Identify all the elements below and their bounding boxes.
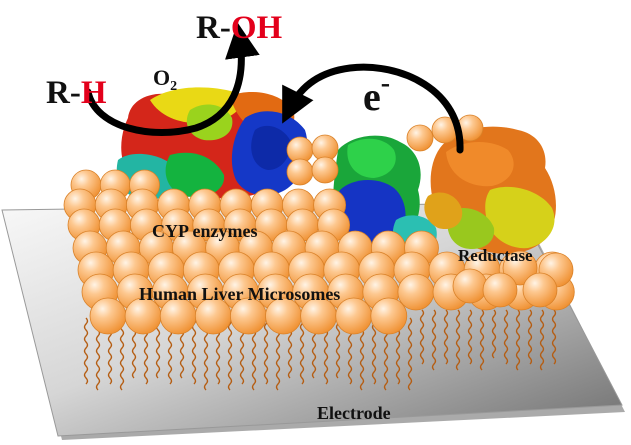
electron-arrow-icon: [282, 63, 464, 154]
lipid-bead: [286, 158, 314, 186]
electron-label: e-: [363, 68, 390, 119]
lipid-tail: [263, 317, 269, 385]
reductase-enzyme: [424, 126, 556, 254]
lipid-bead: [89, 297, 127, 335]
lipid-tail: [479, 309, 485, 371]
microsomes-label: Human Liver Microsomes: [139, 284, 340, 304]
cyp-enzymes-label: CYP enzymes: [152, 221, 257, 241]
lipid-tail: [191, 317, 197, 385]
reaction-arrow-icon: [84, 22, 260, 136]
lipid-bead: [311, 156, 339, 184]
lipid-tail: [527, 309, 533, 365]
reactant-label: R-H: [46, 75, 107, 111]
lipid-tail: [491, 309, 497, 359]
reductase-label: Reductase: [458, 246, 533, 265]
lipid-tail: [299, 317, 305, 385]
lipid-tail: [371, 317, 377, 385]
oxygen-label: O2: [153, 65, 177, 94]
lipid-tail: [551, 309, 557, 365]
lipid-tail: [539, 309, 545, 371]
lipid-tail: [419, 309, 425, 365]
lipid-tail: [515, 309, 521, 371]
lipid-tail: [455, 309, 461, 371]
lipid-bead: [522, 272, 558, 308]
lipid-tail: [83, 317, 89, 385]
lipid-tail: [503, 309, 509, 365]
lipid-bilayer-beads: [63, 114, 575, 335]
lipid-tail: [335, 317, 341, 379]
product-label: R-OH: [196, 10, 282, 46]
lipid-bead: [502, 250, 538, 286]
lipid-tail: [407, 317, 413, 391]
lipid-bead: [482, 272, 518, 308]
lipid-tail: [119, 317, 125, 391]
lipid-bead: [452, 268, 488, 304]
lipid-tail: [467, 309, 473, 365]
lipid-bead: [370, 297, 408, 335]
lipid-tail: [431, 309, 437, 371]
lipid-tail: [443, 309, 449, 365]
electrode-label: Electrode: [317, 403, 391, 423]
lipid-bead: [335, 297, 373, 335]
lipid-tail: [227, 317, 233, 391]
lipid-bead: [406, 124, 434, 152]
lipid-bead: [397, 273, 435, 311]
